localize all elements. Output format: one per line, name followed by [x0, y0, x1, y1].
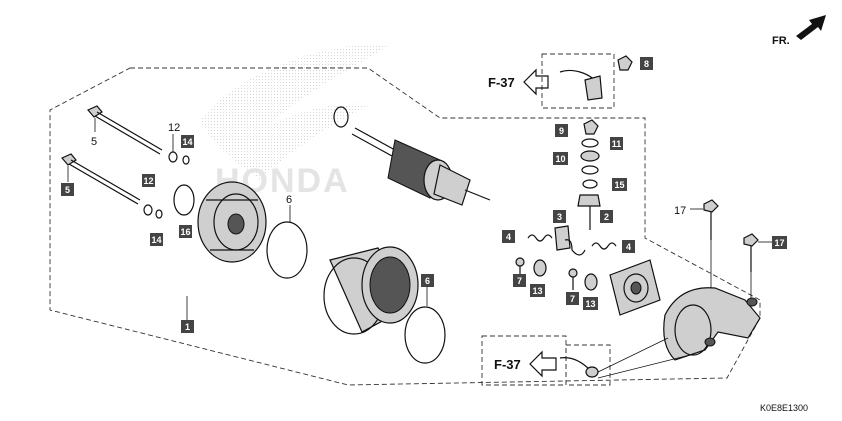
terminal-cable-bottom: [559, 337, 691, 379]
motor-housing: [323, 246, 419, 335]
oring-14-lower: [155, 209, 163, 219]
part-tag-7-left: 7: [513, 274, 526, 287]
gasket-ring-6-front: [266, 221, 308, 279]
long-bolt-lower: [61, 153, 141, 205]
washer-12-upper: [168, 151, 178, 163]
armature: [333, 106, 491, 206]
oring-14-upper: [182, 155, 190, 165]
arrow-left-icon: [523, 68, 549, 96]
part-tag-5-lower: 5: [61, 183, 74, 196]
front-direction-indicator: FR.: [772, 15, 826, 47]
svg-text:3: 3: [557, 212, 562, 222]
screw-7-left: [515, 257, 525, 276]
svg-text:5: 5: [65, 185, 70, 195]
washer-12-lower: [143, 204, 153, 216]
bolt-17-left: [690, 199, 719, 288]
part-label-6-upper: 6: [286, 194, 292, 206]
part-label-5-upper: 5: [91, 136, 97, 148]
brush-and-springs: [527, 225, 617, 256]
svg-text:2: 2: [604, 212, 609, 222]
svg-text:14: 14: [182, 137, 192, 147]
part-tag-1: 1: [181, 320, 194, 333]
svg-text:4: 4: [626, 242, 631, 252]
part-tag-14-lower: 14: [150, 233, 163, 246]
washer-13-left: [533, 259, 547, 277]
svg-text:14: 14: [151, 235, 161, 245]
long-bolt-upper: [87, 105, 163, 155]
part-tag-10: 10: [553, 152, 568, 165]
svg-text:17: 17: [774, 238, 784, 248]
washer-13-right: [584, 273, 598, 291]
part-tag-6-lower: 6: [421, 274, 434, 287]
part-tag-3: 3: [553, 210, 566, 223]
part-label-12-upper: 12: [168, 122, 180, 134]
ref-f37-bottom: F-37: [494, 350, 557, 378]
svg-text:1: 1: [185, 322, 190, 332]
part-tag-17-right: 17: [772, 236, 787, 249]
svg-text:10: 10: [555, 154, 565, 164]
part-tag-7-right: 7: [566, 292, 579, 305]
svg-text:7: 7: [570, 294, 575, 304]
part-tag-15: 15: [612, 178, 627, 191]
part-tag-2: 2: [600, 210, 613, 223]
gasket-ring-6-rear: [404, 306, 446, 364]
ref-f37-top: F-37: [488, 68, 549, 96]
oring-16: [173, 184, 195, 216]
svg-text:F-37: F-37: [494, 357, 521, 372]
terminal-cable-top: [559, 55, 633, 101]
rear-cover: [663, 287, 761, 361]
figure-code: K0E8E1300: [760, 403, 808, 413]
screw-7-right: [568, 268, 578, 290]
brush-holder-plate: [609, 259, 661, 316]
svg-text:16: 16: [180, 227, 190, 237]
svg-text:6: 6: [425, 276, 430, 286]
svg-text:11: 11: [612, 139, 622, 149]
part-tag-4-left: 4: [502, 230, 515, 243]
direction-label: FR.: [772, 35, 790, 47]
part-tag-9: 9: [555, 124, 568, 137]
part-label-17-left: 17: [674, 205, 686, 217]
front-cover: [197, 181, 267, 263]
arrow-left-icon: [529, 350, 557, 378]
part-tag-13-right: 13: [583, 297, 598, 310]
part-tag-12-lower: 12: [142, 174, 155, 187]
terminal-nut-stack: [577, 119, 601, 230]
svg-text:4: 4: [506, 232, 511, 242]
bolt-17-right: [743, 233, 759, 298]
part-tag-16: 16: [179, 225, 192, 238]
part-tag-8: 8: [640, 57, 653, 70]
svg-text:8: 8: [644, 59, 649, 69]
svg-text:15: 15: [614, 180, 624, 190]
direction-arrow-icon: [796, 15, 826, 40]
svg-text:12: 12: [143, 176, 153, 186]
part-tag-14-upper: 14: [181, 135, 194, 148]
assembly-outline: [49, 67, 761, 386]
part-tag-13-left: 13: [530, 284, 545, 297]
cable-outline-bottom: [565, 344, 611, 386]
cable-outline-top: [541, 53, 615, 109]
part-tag-11: 11: [610, 137, 623, 150]
svg-text:7: 7: [517, 276, 522, 286]
svg-text:9: 9: [559, 126, 564, 136]
svg-text:F-37: F-37: [488, 75, 515, 90]
svg-text:13: 13: [532, 286, 542, 296]
svg-text:13: 13: [585, 299, 595, 309]
part-tag-4-right: 4: [622, 240, 635, 253]
